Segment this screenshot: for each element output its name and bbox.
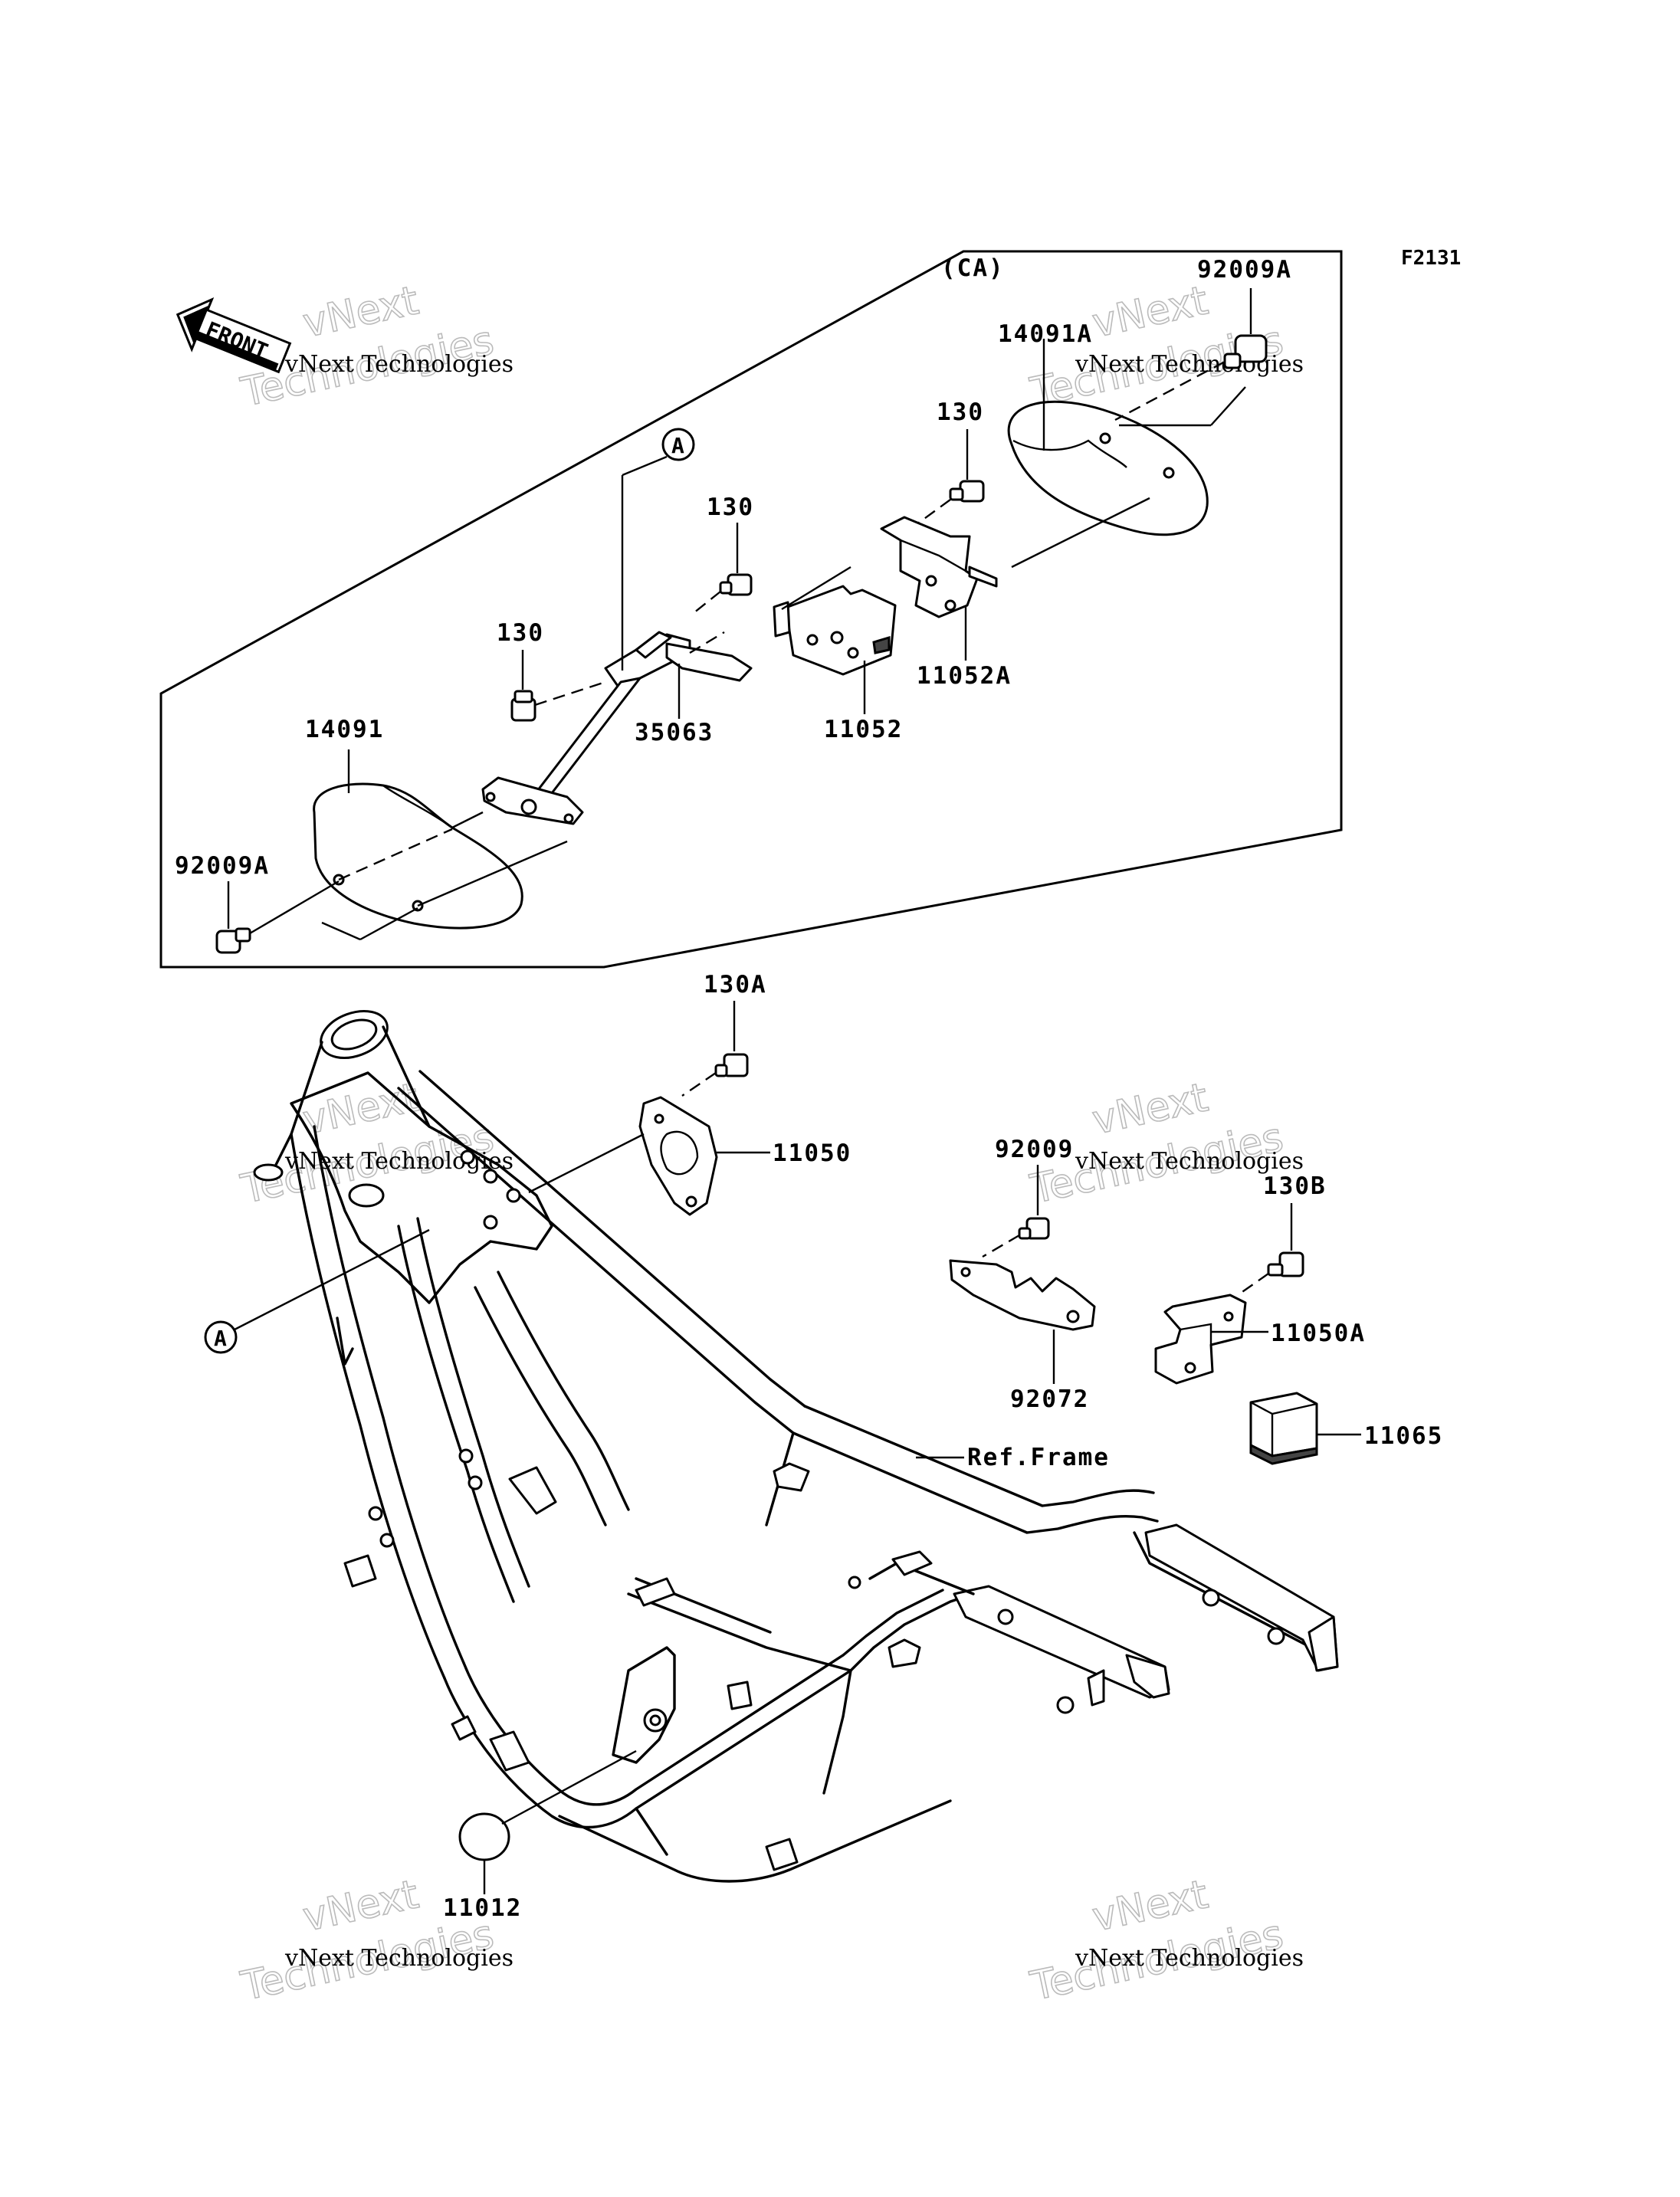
ca-label: (CA) (941, 254, 1005, 282)
bolt-130A (714, 1053, 749, 1077)
bolt-130-middle (719, 573, 753, 596)
label-11065: 11065 (1364, 1422, 1443, 1450)
label-11050: 11050 (773, 1139, 851, 1167)
bracket-11050A (1154, 1294, 1247, 1385)
label-11012: 11012 (443, 1894, 522, 1922)
assembly-line (1210, 386, 1246, 426)
plate-11050 (638, 1096, 718, 1216)
assembly-line (781, 566, 851, 611)
front-arrow-icon: FRONT (176, 297, 292, 374)
watermark-text: vNext Technologies (284, 1945, 514, 1972)
box-11065 (1249, 1392, 1318, 1465)
ca-box-border (159, 250, 1343, 969)
callout-a-top: A (661, 428, 695, 461)
dash-92009A-top (1114, 360, 1226, 421)
label-130-left: 130 (497, 619, 544, 647)
watermark-text: vNext Technologies (1075, 1148, 1304, 1175)
callout-a-bottom-label: A (214, 1326, 227, 1351)
label-11052A: 11052A (917, 662, 1012, 690)
bolt-130-left (510, 690, 536, 722)
watermark-text: vNext Technologies (284, 351, 514, 378)
watermark-text: vNext Technologies (1075, 1945, 1304, 1972)
bolt-92009A-top (1223, 334, 1268, 369)
bracket-11052 (773, 585, 897, 676)
bolt-130B (1267, 1251, 1304, 1277)
assembly-line (249, 880, 340, 935)
assembly-line (501, 1749, 637, 1825)
dash-14091 (338, 828, 453, 881)
assembly-line (359, 907, 418, 941)
label-92009A-bottom: 92009A (175, 852, 270, 880)
watermark-bottom-right: vNext Technologies vNext Technologies (1025, 1871, 1304, 2011)
dash-130A (681, 1072, 717, 1097)
leader-a-top (622, 455, 668, 477)
bolt-130-right (949, 480, 985, 503)
callout-a-top-label: A (671, 433, 684, 458)
cover-14091A (1007, 400, 1209, 536)
label-14091A: 14091A (998, 320, 1093, 348)
label-ref-frame: Ref.Frame (967, 1444, 1110, 1471)
bolt-92009 (1018, 1217, 1050, 1240)
dash-130B (1237, 1273, 1269, 1296)
assembly-line (451, 811, 484, 829)
label-130-middle: 130 (707, 494, 754, 521)
callout-a-bottom: A (204, 1320, 238, 1354)
label-11050A: 11050A (1271, 1320, 1366, 1347)
label-92072: 92072 (1010, 1385, 1089, 1413)
dash-35063 (689, 631, 725, 654)
watermark-text: vNext Technologies (1075, 351, 1304, 378)
dash-92009 (982, 1234, 1020, 1258)
label-130B: 130B (1263, 1172, 1327, 1200)
assembly-line (1011, 497, 1150, 569)
label-130-right: 130 (937, 398, 984, 426)
label-11052: 11052 (824, 716, 903, 743)
dash-130-left (534, 680, 606, 707)
plug-11012 (458, 1812, 510, 1861)
watermark-bottom-left: vNext Technologies vNext Technologies (236, 1871, 514, 2011)
dash-130-middle (693, 591, 721, 614)
label-14091: 14091 (305, 716, 384, 743)
label-130A: 130A (704, 971, 767, 998)
label-92009A-top: 92009A (1197, 256, 1292, 284)
stay-35063 (481, 631, 753, 825)
label-92009: 92009 (995, 1136, 1074, 1163)
label-35063: 35063 (635, 719, 714, 746)
assembly-line (321, 921, 361, 941)
diagram-code: F2131 (1401, 247, 1461, 270)
bolt-92009A-bottom (215, 927, 251, 954)
assembly-line (417, 840, 568, 907)
bracket-92072 (949, 1259, 1096, 1331)
motorcycle-frame (253, 1010, 1339, 1883)
leader-a-bottom (234, 1228, 430, 1331)
cover-14091 (313, 782, 523, 930)
bracket-11052A (880, 516, 998, 618)
